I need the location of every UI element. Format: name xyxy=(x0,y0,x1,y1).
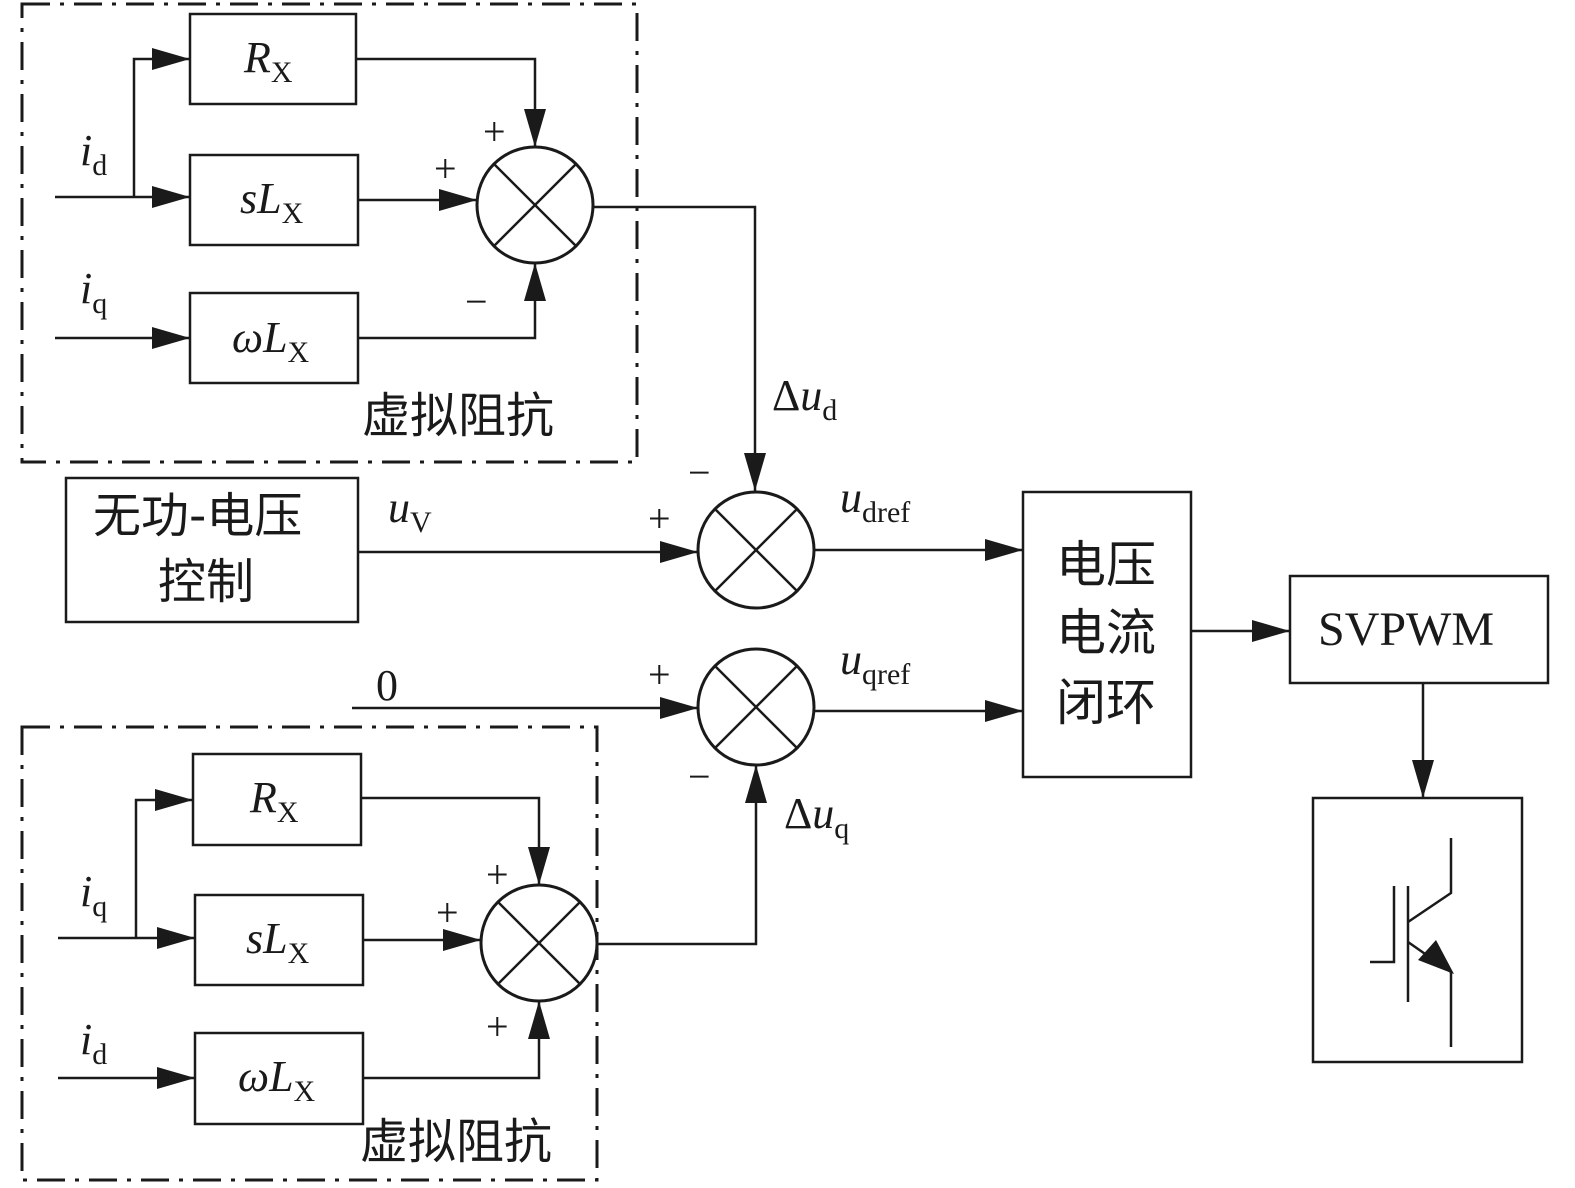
rx-label-top: RX xyxy=(243,33,293,89)
id-label-bottom: id xyxy=(80,1015,107,1071)
reactive-voltage-label-line2: 控制 xyxy=(158,554,254,610)
svpwm-block xyxy=(1288,574,1550,685)
wlx-to-sum-wire-bottom xyxy=(363,1001,550,1080)
voltage-current-loop-block xyxy=(1021,490,1193,779)
wlx-label-top: ωLX xyxy=(232,313,310,369)
rx-block-bottom xyxy=(191,752,363,847)
rx-label-bottom: RX xyxy=(249,773,299,829)
sum-junction-d xyxy=(696,490,816,610)
iq-label-bottom: iq xyxy=(80,867,107,923)
sign-minus-top: − xyxy=(465,279,488,324)
vc-loop-label-line3: 闭环 xyxy=(1056,674,1156,732)
sign-minus-d: − xyxy=(688,450,711,495)
rx-block-top xyxy=(188,12,358,106)
igbt-icon xyxy=(1370,838,1454,1047)
virtual-impedance-frame-top xyxy=(20,2,639,464)
rx-to-sum-wire-bottom xyxy=(361,796,550,885)
vc-loop-label-line2: 电流 xyxy=(1056,604,1156,662)
id-label-top: id xyxy=(80,126,107,182)
iq-branch-wire-bottom xyxy=(134,789,193,938)
iq-label-top: iq xyxy=(80,264,107,320)
svpwm-label: SVPWM xyxy=(1318,603,1494,656)
uv-label: uV xyxy=(388,483,432,539)
delta-ud-wire xyxy=(593,205,766,491)
sign-plus-top-b: + xyxy=(434,146,457,191)
delta-uq-label: Δuq xyxy=(784,789,849,845)
sign-plus-bottom-c: + xyxy=(486,1004,509,1049)
wlx-label-bottom: ωLX xyxy=(238,1052,316,1108)
sign-plus-bottom-a: + xyxy=(486,852,509,897)
sum-junction-q xyxy=(696,647,816,767)
sign-plus-top-a: + xyxy=(483,109,506,154)
sum-junction-top xyxy=(475,145,595,265)
sign-minus-q: − xyxy=(688,754,711,799)
slx-block-top xyxy=(188,153,360,247)
delta-uq-wire xyxy=(597,765,767,946)
sign-plus-d: + xyxy=(648,496,671,541)
slx-label-bottom: sLX xyxy=(246,914,310,970)
virtual-impedance-label-bottom: 虚拟阻抗 xyxy=(360,1114,552,1170)
sign-plus-bottom-b: + xyxy=(436,890,459,935)
reactive-voltage-label-line1: 无功-电压 xyxy=(93,488,302,544)
sum-junction-bottom xyxy=(479,883,599,1003)
id-branch-wire-top xyxy=(132,48,190,197)
uqref-label: uqref xyxy=(840,635,910,691)
zero-ref-label: 0 xyxy=(376,661,398,710)
delta-ud-label: Δud xyxy=(772,371,837,427)
igbt-switch-block xyxy=(1311,796,1524,1064)
reactive-voltage-control-block xyxy=(64,476,360,624)
slx-block-bottom xyxy=(193,893,365,987)
rx-to-sum-wire-top xyxy=(356,57,546,147)
virtual-impedance-label-top: 虚拟阻抗 xyxy=(362,388,554,444)
slx-label-top: sLX xyxy=(240,174,304,230)
vc-loop-label-line1: 电压 xyxy=(1056,536,1156,594)
wlx-to-sum-wire-top xyxy=(358,263,546,340)
sign-plus-q: + xyxy=(648,652,671,697)
udref-label: udref xyxy=(840,473,910,529)
